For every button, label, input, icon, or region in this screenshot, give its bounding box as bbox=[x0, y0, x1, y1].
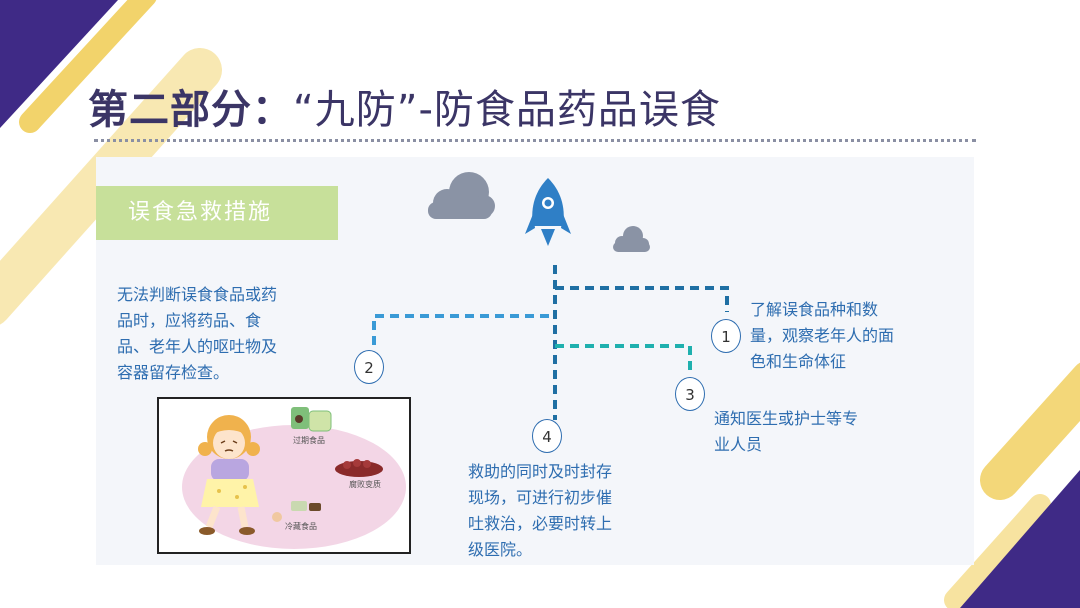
illustration-frame: 过期食品 腐败变质 冷藏食品 bbox=[157, 397, 411, 554]
title-divider bbox=[94, 139, 976, 142]
step-2-text: 无法判断误食食品或药品时，应将药品、食品、老年人的呕吐物及容器留存检查。 bbox=[117, 285, 278, 382]
cloud-icon bbox=[613, 226, 650, 252]
step-3-marker: 3 bbox=[675, 377, 705, 411]
label-expired-food: 过期食品 bbox=[293, 435, 325, 445]
title-subject: “九防”-防食品药品误食 bbox=[293, 87, 721, 133]
corner-purple-bottom-right bbox=[960, 470, 1080, 608]
yellow-stripe bbox=[19, 0, 157, 133]
page-title: 第二部分：“九防”-防食品药品误食 bbox=[88, 82, 721, 138]
expired-food-icon bbox=[291, 407, 332, 432]
yellow-stripe bbox=[980, 362, 1080, 500]
yellow-stripe-wide bbox=[0, 48, 222, 325]
girl-figure bbox=[198, 415, 260, 535]
cloud-icon bbox=[428, 172, 495, 219]
step-2-marker: 2 bbox=[354, 350, 384, 384]
rocket-icon bbox=[525, 178, 571, 246]
step-3-text: 通知医生或护士等专业人员 bbox=[714, 409, 859, 454]
spoiled-food-icon bbox=[335, 459, 383, 477]
title-part: 第二部分： bbox=[88, 87, 293, 133]
corner-purple-top-left bbox=[0, 0, 118, 128]
branch-line-2 bbox=[372, 314, 549, 345]
step-4-marker: 4 bbox=[532, 419, 562, 453]
label-spoiled-food: 腐败变质 bbox=[349, 479, 381, 489]
yellow-stripe bbox=[944, 494, 1051, 608]
step-1-marker: 1 bbox=[711, 319, 741, 353]
illustration-girl-food: 过期食品 腐败变质 冷藏食品 bbox=[182, 407, 406, 549]
branch-line-3 bbox=[555, 344, 692, 372]
section-label: 误食急救措施 bbox=[96, 186, 338, 240]
step-4-text: 救助的同时及时封存现场，可进行初步催吐救治，必要时转上级医院。 bbox=[468, 462, 613, 559]
label-refrigerated-food: 冷藏食品 bbox=[285, 521, 317, 531]
step-1-text: 了解误食品种和数量，观察老年人的面色和生命体征 bbox=[750, 300, 895, 371]
branch-line-1 bbox=[555, 286, 729, 312]
refrigerated-food-icon bbox=[272, 501, 321, 522]
